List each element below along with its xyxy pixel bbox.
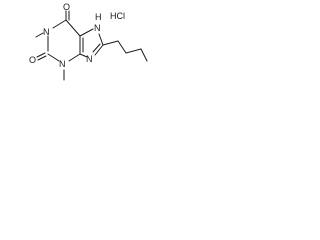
butyl-bond-3 xyxy=(125,48,142,54)
oxygen-left-label: O xyxy=(29,55,36,65)
oxygen-top-label: O xyxy=(63,2,70,12)
c5-n7-bond xyxy=(79,28,94,37)
c5-c6-bond xyxy=(65,19,81,37)
salt-label: HCl xyxy=(110,11,125,21)
nitrogen-nh-label: N xyxy=(94,23,101,33)
n7-c8-bond xyxy=(98,33,104,46)
n3-c4-bond xyxy=(68,53,81,62)
bonds xyxy=(35,10,148,81)
c2-o-bond-double xyxy=(37,55,47,61)
c6-n1-bond xyxy=(52,19,67,29)
c8-n9-bond xyxy=(94,44,104,56)
butyl-bond-1 xyxy=(102,40,119,46)
nitrogen-left-label: N xyxy=(43,27,50,37)
nitrogen-bottom-label: N xyxy=(59,59,66,69)
structure-drawing: O H N N O N N HCl xyxy=(29,2,148,81)
atom-labels: O H N N O N N xyxy=(29,2,102,69)
n9-c4-bond xyxy=(79,53,88,58)
c2-n3-bond xyxy=(47,53,60,62)
c8-n9-bond-double xyxy=(92,43,101,53)
butyl-bond-4 xyxy=(140,48,148,62)
hydrogen-label: H xyxy=(95,12,102,22)
nitrogen-imidazole-label: N xyxy=(86,54,93,64)
n1-methyl-bond xyxy=(35,32,44,38)
c2-o-bond xyxy=(36,52,46,58)
butyl-bond-2 xyxy=(117,40,127,54)
